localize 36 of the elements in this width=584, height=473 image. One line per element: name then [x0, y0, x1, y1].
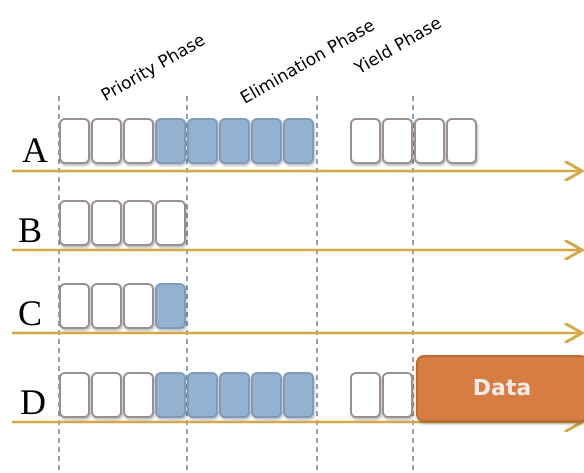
empty-slot	[123, 200, 154, 246]
shaded-slot	[219, 118, 250, 164]
shaded-slot	[283, 118, 314, 164]
empty-slot	[59, 372, 90, 418]
shaded-slot	[251, 118, 282, 164]
empty-slot	[91, 283, 122, 329]
empty-slot	[350, 118, 381, 164]
empty-slot	[59, 200, 90, 246]
block-label: Data	[472, 376, 532, 401]
empty-slot	[414, 118, 445, 164]
data-block	[416, 355, 584, 422]
shaded-slot	[219, 372, 250, 418]
empty-slot	[123, 283, 154, 329]
empty-slot	[91, 118, 122, 164]
row-label: A	[22, 132, 48, 168]
shaded-slot	[155, 372, 186, 418]
empty-slot	[59, 283, 90, 329]
row-label: B	[18, 212, 42, 248]
empty-slot	[350, 372, 381, 418]
empty-slot	[155, 200, 186, 246]
empty-slot	[123, 118, 154, 164]
empty-slot	[382, 118, 413, 164]
row-label: D	[20, 384, 46, 420]
empty-slot	[123, 372, 154, 418]
empty-slot	[91, 372, 122, 418]
shaded-slot	[155, 118, 186, 164]
shaded-slot	[251, 372, 282, 418]
empty-slot	[446, 118, 477, 164]
row-label: C	[18, 295, 42, 331]
empty-slot	[59, 118, 90, 164]
shaded-slot	[187, 118, 218, 164]
empty-slot	[91, 200, 122, 246]
empty-slot	[382, 372, 413, 418]
shaded-slot	[155, 283, 186, 329]
shaded-slot	[187, 372, 218, 418]
shaded-slot	[283, 372, 314, 418]
